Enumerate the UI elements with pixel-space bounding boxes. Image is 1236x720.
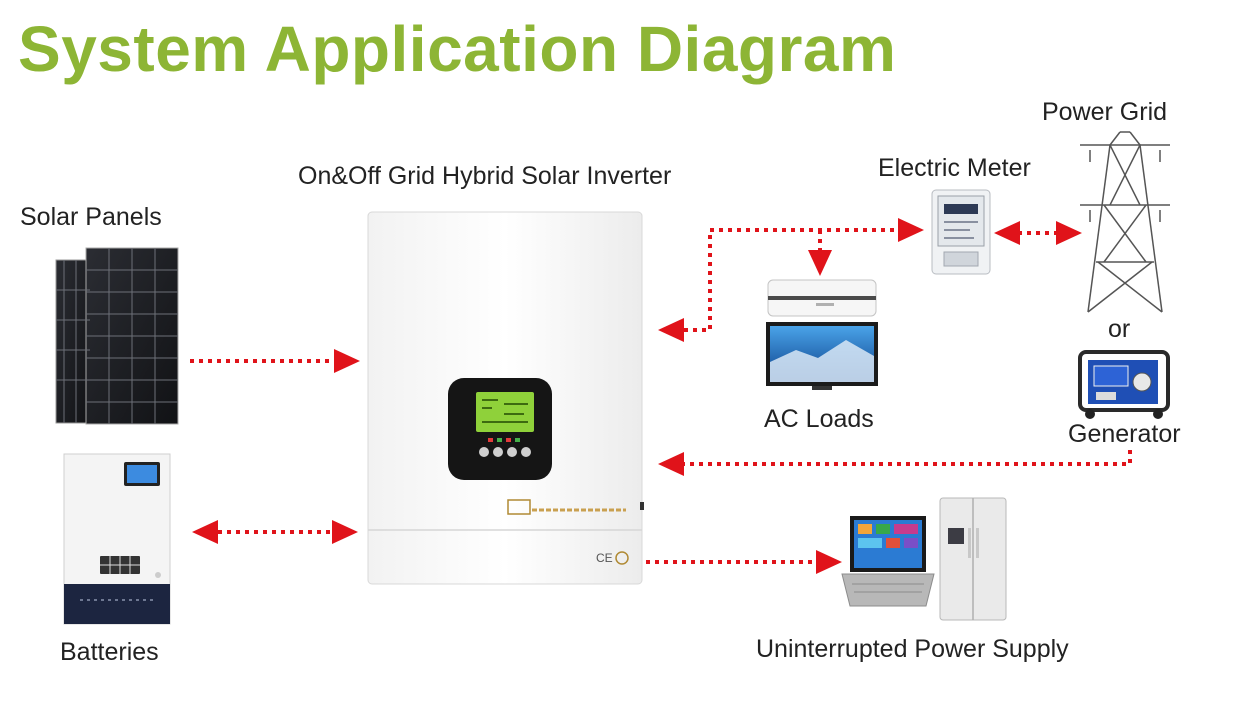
air-conditioner-image	[767, 279, 877, 317]
or-label: or	[1108, 315, 1131, 343]
arrow-to-ac-loads	[808, 230, 832, 276]
inverter-image: CE	[367, 211, 644, 585]
battery-image	[63, 453, 171, 625]
inverter-label: On&Off Grid Hybrid Solar Inverter	[298, 162, 672, 190]
power-tower-image	[1080, 131, 1170, 313]
arrow-meter-grid	[994, 221, 1082, 245]
ups-label: Uninterrupted Power Supply	[756, 635, 1069, 663]
electric-meter-image	[931, 189, 991, 275]
electric-meter-label: Electric Meter	[878, 154, 1031, 182]
arrow-battery-inverter	[192, 520, 358, 544]
arrow-generator-to-inverter	[658, 450, 1132, 476]
refrigerator-image	[939, 497, 1007, 621]
generator-image	[1078, 350, 1170, 419]
laptop-image	[841, 516, 935, 607]
tv-image	[766, 322, 878, 390]
arrow-inverter-to-ups	[646, 550, 842, 574]
power-grid-label: Power Grid	[1042, 98, 1168, 126]
ac-loads-label: AC Loads	[764, 405, 874, 433]
batteries-label: Batteries	[60, 638, 159, 666]
arrow-solar-to-inverter	[190, 349, 360, 373]
arrow-meter-inverter	[658, 218, 924, 342]
solar-panels-image	[55, 247, 179, 425]
svg-text:CE: CE	[596, 551, 613, 565]
generator-label: Generator	[1068, 420, 1181, 448]
solar-panels-label: Solar Panels	[20, 203, 162, 231]
page-title: System Application Diagram	[18, 13, 897, 85]
